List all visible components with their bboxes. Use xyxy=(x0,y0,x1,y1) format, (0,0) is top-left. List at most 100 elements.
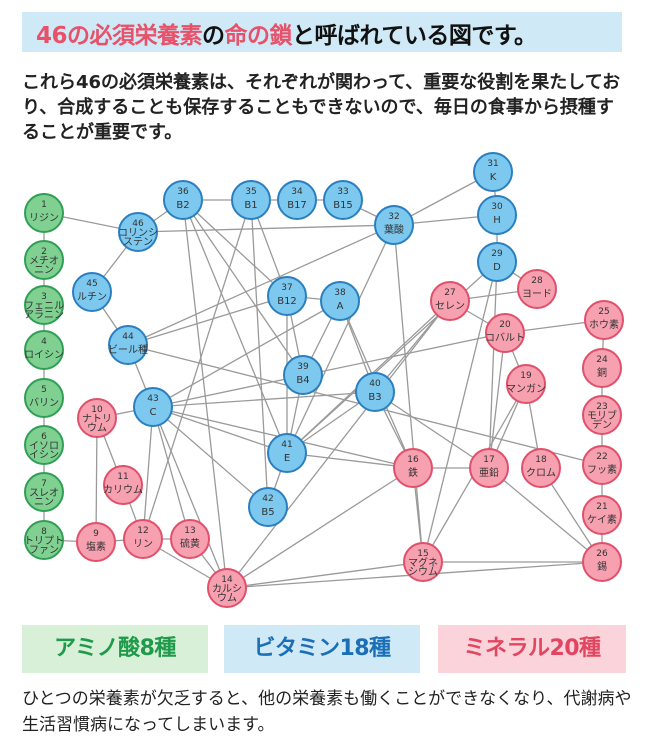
node-label: ケイ素 xyxy=(587,513,617,526)
node-circle xyxy=(77,398,117,438)
node-circle xyxy=(521,448,561,488)
edge-v43-v40 xyxy=(152,391,376,408)
node-label: 銅 xyxy=(597,366,607,379)
node-vitamin-29: 29D xyxy=(477,242,517,282)
node-number: 24 xyxy=(596,355,608,365)
node-circle xyxy=(323,180,363,220)
node-number: 34 xyxy=(291,187,303,197)
edge-v43-m12 xyxy=(142,406,154,540)
node-number: 38 xyxy=(334,288,346,298)
edge-v43-m14 xyxy=(152,406,228,589)
node-number: 40 xyxy=(369,379,381,389)
edge-v36-v39 xyxy=(182,199,304,376)
node-label: クロム xyxy=(526,467,556,479)
node-number: 22 xyxy=(596,452,607,462)
node-number: 4 xyxy=(41,337,47,347)
node-circle xyxy=(277,180,317,220)
node-circle xyxy=(485,313,525,353)
node-circle xyxy=(24,378,64,418)
node-circle xyxy=(403,542,443,582)
node-label: 錫 xyxy=(597,560,607,573)
node-circle xyxy=(24,285,64,325)
edge-v35-v42 xyxy=(250,199,269,508)
node-label: B4 xyxy=(296,375,309,386)
node-label: B1 xyxy=(244,200,257,211)
node-number: 45 xyxy=(86,279,97,289)
edge-v43-v42 xyxy=(152,406,269,508)
edge-v44-v32 xyxy=(127,224,395,346)
node-number: 17 xyxy=(483,455,494,465)
nutrient-nodes: 1リジン2メチオニン3フェニルアラニン4ロイシン5バリン6イソロイシン7スレオニ… xyxy=(24,152,624,608)
node-circle xyxy=(123,519,163,559)
edge-v32-v41 xyxy=(286,224,395,454)
node-circle xyxy=(24,193,64,233)
node-vitamin-31: 31K xyxy=(473,152,513,192)
edge-m17-m20 xyxy=(488,332,506,469)
node-vitamin-41: 41E xyxy=(267,433,307,473)
node-number: 43 xyxy=(147,394,158,404)
node-label: B5 xyxy=(261,507,274,518)
node-label: デン xyxy=(592,418,612,431)
edge-v29-m17 xyxy=(488,261,498,469)
footer-text: ひとつの栄養素が欠乏すると、他の栄養素も働くことができなくなり、代謝病や生活習慣… xyxy=(22,689,632,735)
edge-v36-m14 xyxy=(182,199,228,589)
node-label: K xyxy=(490,172,497,183)
edge-v29-m15 xyxy=(422,261,498,563)
node-number: 35 xyxy=(245,187,256,197)
node-label: ウム xyxy=(87,422,107,434)
node-label: バリン xyxy=(29,397,59,409)
node-circle xyxy=(393,448,433,488)
node-number: 23 xyxy=(596,402,607,412)
node-number: 32 xyxy=(388,212,399,222)
node-number: 27 xyxy=(444,288,455,298)
node-circle xyxy=(267,433,307,473)
node-circle xyxy=(72,272,112,312)
edge-m27-m14 xyxy=(226,300,451,589)
node-circle xyxy=(24,520,64,560)
node-label: A xyxy=(337,301,344,312)
node-label: ルチン xyxy=(77,291,107,303)
node-label: ウム xyxy=(217,592,237,604)
edge-v46-v32 xyxy=(137,224,395,233)
node-circle xyxy=(473,152,513,192)
node-circle xyxy=(582,495,622,535)
node-label: B2 xyxy=(176,200,189,211)
legend-vitamins: ビタミン18種 xyxy=(224,625,420,673)
node-circle xyxy=(248,487,288,527)
node-number: 13 xyxy=(184,526,195,536)
node-circle xyxy=(477,195,517,235)
node-number: 11 xyxy=(117,472,128,482)
node-number: 10 xyxy=(91,405,103,415)
node-number: 25 xyxy=(598,307,609,317)
node-number: 33 xyxy=(337,187,348,197)
node-vitamin-38: 38A xyxy=(320,281,360,321)
edge-m17-m26 xyxy=(488,467,603,563)
node-label: ホウ素 xyxy=(589,318,619,331)
node-number: 9 xyxy=(93,529,99,539)
node-number: 20 xyxy=(499,320,511,330)
node-circle xyxy=(170,519,210,559)
node-label: コリンシ xyxy=(118,228,158,239)
node-circle xyxy=(374,205,414,245)
edge-v43-v41 xyxy=(152,406,288,454)
node-mineral-16: 16鉄 xyxy=(393,448,433,488)
node-label: マンガン xyxy=(506,383,546,395)
node-number: 5 xyxy=(41,385,47,395)
node-label: スレオ xyxy=(29,487,59,499)
node-number: 46 xyxy=(132,219,144,229)
node-circle xyxy=(355,372,395,412)
node-label: ステン xyxy=(123,237,153,248)
node-number: 7 xyxy=(41,479,47,489)
